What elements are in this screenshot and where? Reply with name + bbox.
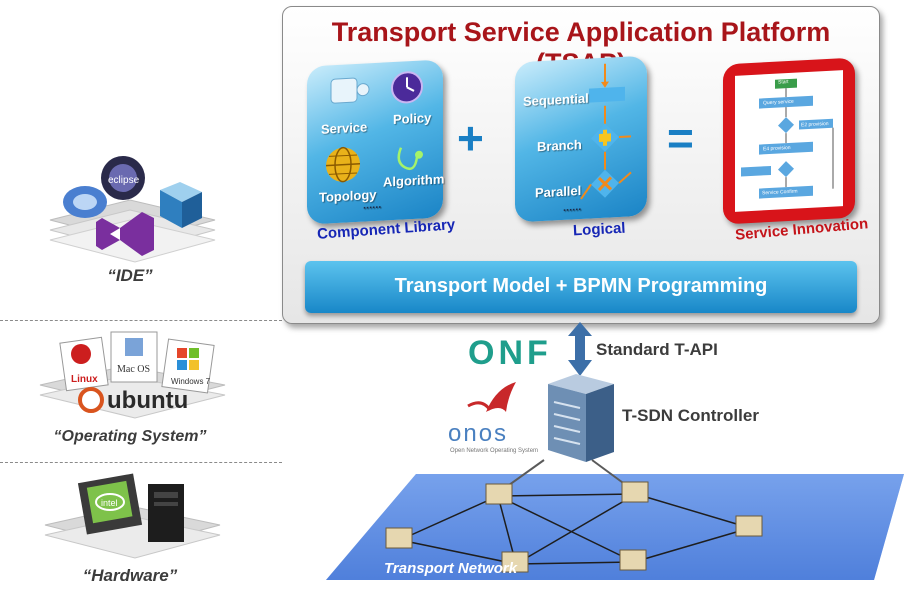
onos-tagline: Open Network Operating System: [450, 448, 539, 454]
component-library-tile: Service Policy Topology Algorithm ......: [307, 59, 445, 225]
api-label: Standard T-API: [596, 340, 718, 359]
component-icons: [326, 71, 423, 183]
flow-diagram: [741, 78, 834, 199]
tsap-panel: Transport Service Application Platform (…: [282, 6, 880, 324]
component-dots: ......: [363, 198, 382, 212]
controller-label: T-SDN Controller: [622, 406, 759, 425]
ubuntu-logo-icon: ubuntu: [78, 387, 188, 414]
hardware-stack: intel: [44, 473, 221, 559]
ide-label: “IDE”: [107, 266, 153, 285]
network-node-icon: [385, 481, 763, 573]
logical-tile: Sequential Branch Parallel ......: [515, 55, 647, 223]
visual-studio-logo-icon: [96, 212, 154, 256]
os-label: “Operating System”: [53, 428, 207, 445]
transport-network: [326, 459, 904, 580]
stethoscope-icon: [397, 147, 423, 171]
api-double-arrow-icon: [568, 322, 592, 376]
globe-icon: [326, 146, 360, 183]
divider-2: [0, 462, 282, 463]
logical-caption: Logical: [572, 219, 626, 240]
divider-1: [0, 320, 282, 321]
api-section: ONF: [468, 322, 592, 376]
svg-text:intel: intel: [101, 498, 118, 508]
equals-sign: =: [667, 112, 694, 164]
network-label: Transport Network: [384, 560, 518, 577]
svg-text:ubuntu: ubuntu: [107, 387, 188, 414]
svg-text:ONF: ONF: [468, 334, 552, 372]
logical-flow-icons: [580, 63, 632, 200]
netbeans-logo-icon: [160, 182, 202, 228]
logical-dots: ......: [563, 200, 582, 214]
onos-logo-text: onos: [448, 420, 509, 447]
os-stack: Linux Mac OS Windows 7 ubuntu: [39, 331, 226, 419]
svg-text:eclipse: eclipse: [108, 175, 140, 186]
flow-start: Start: [778, 79, 789, 86]
model-bar-label: Transport Model + BPMN Programming: [394, 275, 768, 297]
hardware-label: “Hardware”: [82, 566, 178, 585]
eclipse-logo-icon: eclipse: [101, 156, 145, 200]
onf-logo-icon: ONF: [468, 334, 552, 372]
branch-diamond-icon: [591, 123, 619, 152]
puzzle-icon: [330, 77, 370, 104]
onos-logo-icon: [467, 382, 516, 412]
svg-text:Linux: Linux: [71, 374, 98, 385]
model-bar: Transport Model + BPMN Programming: [305, 261, 857, 313]
service-innovation-tile: Start Query service E2 provision E4 prov…: [723, 57, 855, 225]
clock-icon: [391, 71, 423, 104]
plus-sign: +: [457, 112, 484, 164]
policy-label: Policy: [393, 110, 432, 128]
algorithm-label: Algorithm: [383, 171, 445, 190]
intel-chip-icon: intel: [77, 473, 143, 535]
controller-server-icon: [548, 374, 614, 462]
svg-text:Mac OS: Mac OS: [117, 364, 150, 375]
flow-canvas: Start Query service E2 provision E4 prov…: [735, 70, 843, 212]
branch-label: Branch: [537, 136, 582, 155]
linux-logo-icon: Linux: [59, 336, 109, 392]
parallel-label: Parallel: [535, 182, 582, 201]
parallel-diamond-icon: [591, 169, 619, 198]
pc-tower-icon: [148, 484, 184, 542]
swirl-logo-icon: [63, 186, 107, 218]
ide-stack: eclipse: [49, 156, 216, 263]
svg-text:Windows 7: Windows 7: [171, 377, 211, 386]
service-label: Service: [321, 119, 368, 137]
macos-logo-icon: Mac OS: [110, 331, 158, 383]
windows-logo-icon: Windows 7: [161, 338, 215, 394]
